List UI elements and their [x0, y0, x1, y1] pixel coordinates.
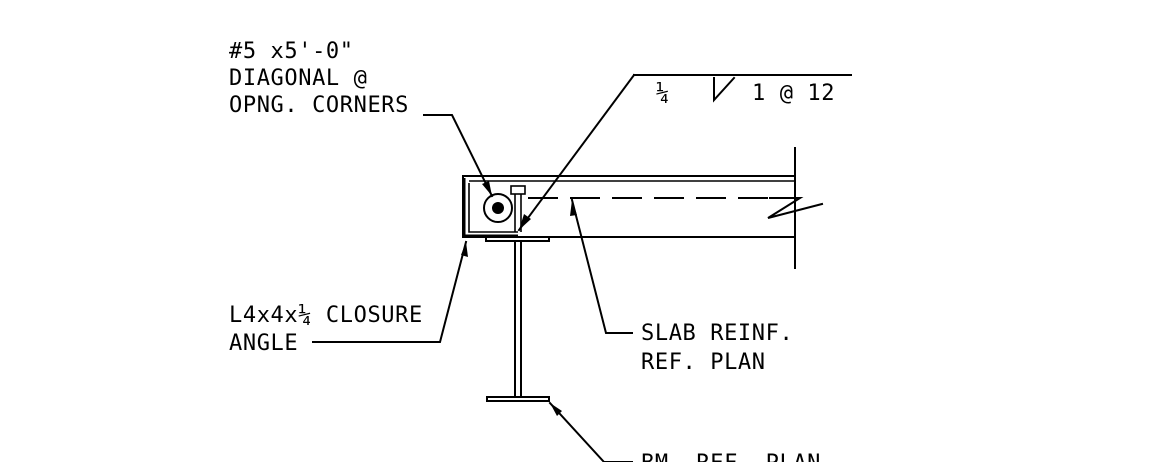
diagonal-bar-line-3: OPNG. CORNERS [229, 93, 409, 118]
slab [462, 147, 824, 269]
break-symbol [767, 197, 824, 219]
beam-label: BM. REF. PLAN [641, 451, 821, 462]
closure-angle [462, 178, 518, 238]
callout-slab-reinf: SLAB REINF. REF. PLAN [570, 198, 793, 375]
closure-angle-leader [312, 240, 468, 343]
closure-angle-line-2: ANGLE [229, 331, 298, 356]
weld-arrowhead [519, 214, 531, 230]
closure-angle-line-1: L4x4x¼ CLOSURE [229, 303, 423, 328]
diagonal-bar [483, 193, 513, 223]
fillet-weld-icon [713, 76, 736, 103]
steel-beam [485, 236, 550, 402]
diagonal-bar-arrowhead [482, 181, 492, 196]
callout-beam: BM. REF. PLAN [548, 401, 821, 462]
callout-diagonal-bar: #5 x5'-0" DIAGONAL @ OPNG. CORNERS [229, 39, 494, 198]
slab-reinf-line-2: REF. PLAN [641, 350, 766, 375]
weld-size: ¼ [656, 81, 670, 106]
callout-closure-angle: L4x4x¼ CLOSURE ANGLE [229, 240, 468, 356]
beam-arrowhead [550, 403, 562, 416]
diagonal-bar-line-2: DIAGONAL @ [229, 66, 367, 91]
beam-leader [548, 401, 633, 462]
weld-leader [517, 73, 636, 232]
weld-symbol: ¼ 1 @ 12 [517, 73, 852, 232]
slab-reinf-line-1: SLAB REINF. [641, 321, 793, 346]
closure-angle-arrowhead [461, 242, 468, 257]
diagonal-bar-line-1: #5 x5'-0" [229, 39, 354, 64]
weld-length-pitch: 1 @ 12 [752, 81, 835, 106]
slab-reinf-leader [570, 198, 633, 334]
diagonal-bar-leader [423, 114, 494, 198]
slab-reinf-arrowhead [570, 200, 577, 216]
